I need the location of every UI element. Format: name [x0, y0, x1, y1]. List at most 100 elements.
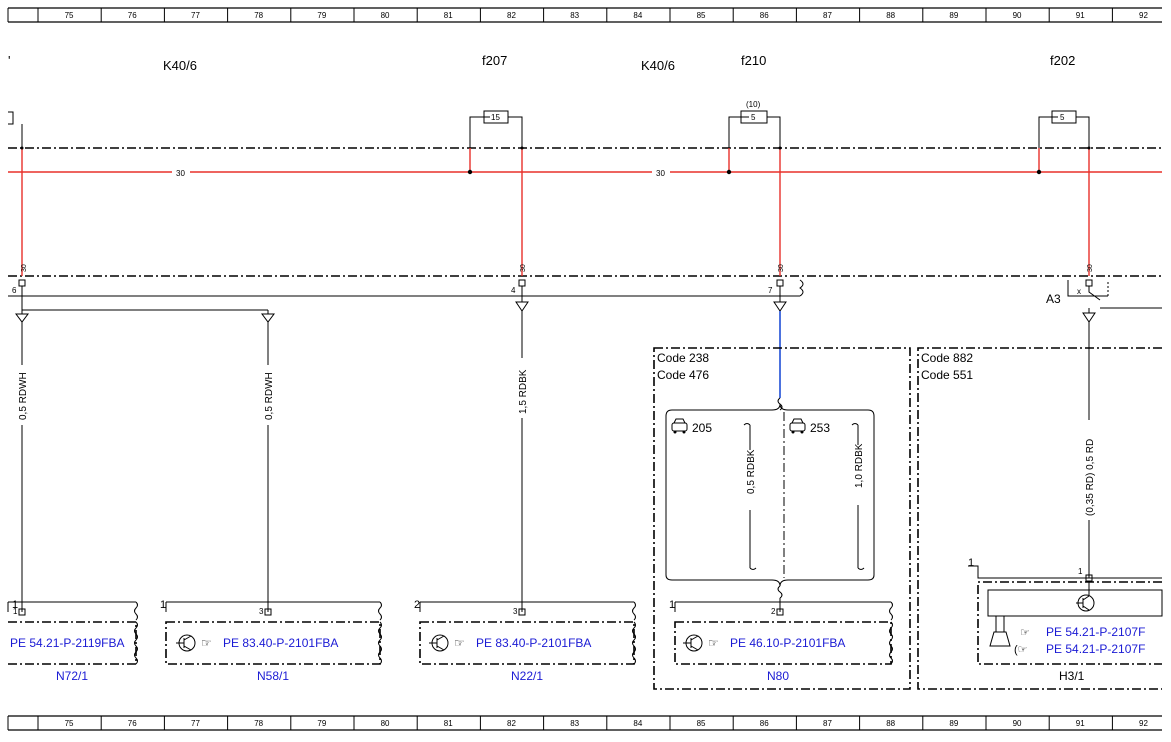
region-code-238	[653, 347, 911, 690]
component-pin: 3	[513, 607, 518, 616]
component-ref[interactable]: N58/1	[257, 669, 289, 683]
red-verticals	[20, 146, 1091, 276]
ruler-cell-label: 89	[949, 719, 958, 728]
h31-pe-link-2[interactable]: PE 54.21-P-2107F	[1046, 642, 1145, 656]
component-pe-link[interactable]: PE 83.40-P-2101FBA	[476, 636, 591, 650]
ruler-cell-label: 84	[633, 719, 642, 728]
ruler-cell-label: 78	[254, 719, 263, 728]
component-pe-link[interactable]: PE 54.21-P-2119FBA	[10, 636, 125, 650]
ruler-cell-label: 79	[317, 11, 326, 20]
component-h3-1-detail: 1 1 ☞ PE 54.21-P-2107F (☞ PE 54.21-P-210…	[968, 557, 1163, 683]
variant-box: 205 253 0,5 RDBK 1,0 RDBK	[665, 397, 875, 612]
fuse-f210-rating: 5	[751, 113, 756, 122]
h31-ref: H3/1	[1059, 669, 1085, 683]
component-ref[interactable]: N22/1	[511, 669, 543, 683]
transistor-icon	[683, 634, 703, 652]
model-205: 205	[692, 421, 712, 435]
branch-wires	[15, 296, 1096, 323]
code-476: Code 476	[657, 368, 709, 382]
ruler-cell-label: 91	[1076, 11, 1085, 20]
bus-30-label-a: 30	[176, 169, 185, 178]
ruler-cell-label: 76	[128, 11, 137, 20]
ruler-cell-label: 78	[254, 11, 263, 20]
ruler-cell-label: 92	[1139, 719, 1148, 728]
component-conn: 1	[669, 599, 675, 611]
component-pe-link[interactable]: PE 46.10-P-2101FBA	[730, 636, 845, 650]
component-conn: 1	[12, 599, 18, 611]
component-conn: 1	[160, 599, 166, 611]
fuse-f202-rating: 5	[1060, 113, 1065, 122]
pointer-icon: ☞	[454, 636, 465, 650]
ruler-cell-label: 75	[65, 719, 74, 728]
pin-4: 4	[511, 286, 516, 295]
component-pin: 2	[771, 607, 776, 616]
ruler-cell-label: 86	[760, 719, 769, 728]
code-238: Code 238	[657, 351, 709, 365]
label-k40-6-right: K40/6	[641, 58, 675, 73]
ruler-cell-label: 87	[823, 719, 832, 728]
pointer-icon: ☞	[708, 636, 719, 650]
term-30-4: 30	[1087, 264, 1094, 272]
pointer-icon: ☞	[1020, 627, 1030, 639]
ruler-cell-label: 79	[317, 719, 326, 728]
ruler-cell-label: 85	[697, 11, 706, 20]
fuse-left-partial	[8, 111, 14, 125]
ruler-cell-label: 85	[697, 719, 706, 728]
ruler-cell-label: 82	[507, 719, 516, 728]
car-icon	[671, 418, 688, 434]
ruler-cell-label: 75	[65, 11, 74, 20]
ruler-cell-label: 86	[760, 11, 769, 20]
wire-label-253: 1,0 RDBK	[854, 443, 865, 488]
term-30-2: 30	[520, 264, 527, 272]
wire-label-2: 0,5 RDWH	[264, 372, 275, 420]
h31-pe-link[interactable]: PE 54.21-P-2107F	[1046, 625, 1145, 639]
ruler-cell-label: 90	[1013, 11, 1022, 20]
car-icon	[789, 418, 806, 434]
speaker-icon	[989, 615, 1011, 647]
h31-conn: 1	[968, 557, 974, 569]
fuse-f207-rating: 15	[491, 113, 500, 122]
bus-30-label-b: 30	[656, 169, 665, 178]
component-ref[interactable]: N80	[767, 669, 789, 683]
region-code-882	[917, 347, 1162, 690]
model-253: 253	[810, 421, 830, 435]
component-pin: 3	[259, 607, 264, 616]
ruler-cell-label: 84	[633, 11, 642, 20]
component-pin: 1	[13, 607, 18, 616]
transistor-icon	[429, 634, 449, 652]
ruler-cell-label: 82	[507, 11, 516, 20]
ruler-cell-label: 77	[191, 719, 200, 728]
label-f210: f210	[741, 53, 766, 68]
ruler-cell-label: 81	[444, 11, 453, 20]
wire-label-h31: (0,35 RD) 0,5 RD	[1085, 439, 1096, 516]
fuse-f210: 5 (10)	[728, 100, 781, 148]
pointer-icon: ☞	[201, 636, 212, 650]
ruler-cell-label: 92	[1139, 11, 1148, 20]
label-cut-marker: '	[8, 53, 10, 68]
component-ref[interactable]: N72/1	[56, 669, 88, 683]
component-pe-link[interactable]: PE 83.40-P-2101FBA	[223, 636, 338, 650]
fuse-f202: 5	[1038, 110, 1090, 148]
ruler-cell-label: 83	[570, 11, 579, 20]
pointer-icon: (☞	[1014, 644, 1028, 656]
ruler-cell-label: 77	[191, 11, 200, 20]
ruler-cell-label: 90	[1013, 719, 1022, 728]
ruler-cell-label: 80	[381, 719, 390, 728]
pin-6: 6	[12, 286, 17, 295]
ruler-cell-label: 76	[128, 719, 137, 728]
code-882: Code 882	[921, 351, 973, 365]
wire-label-205: 0,5 RDBK	[746, 449, 757, 494]
code-551: Code 551	[921, 368, 973, 382]
fuse-f210-alt-rating: (10)	[746, 100, 761, 109]
term-30-3: 30	[778, 264, 785, 272]
label-f207: f207	[482, 53, 507, 68]
wire-label-1: 0,5 RDWH	[18, 372, 29, 420]
component-conn: 2	[414, 599, 420, 611]
ruler-cell-label: 80	[381, 11, 390, 20]
ruler-cell-label: 89	[949, 11, 958, 20]
label-f202: f202	[1050, 53, 1075, 68]
term-30-1: 30	[21, 264, 28, 272]
